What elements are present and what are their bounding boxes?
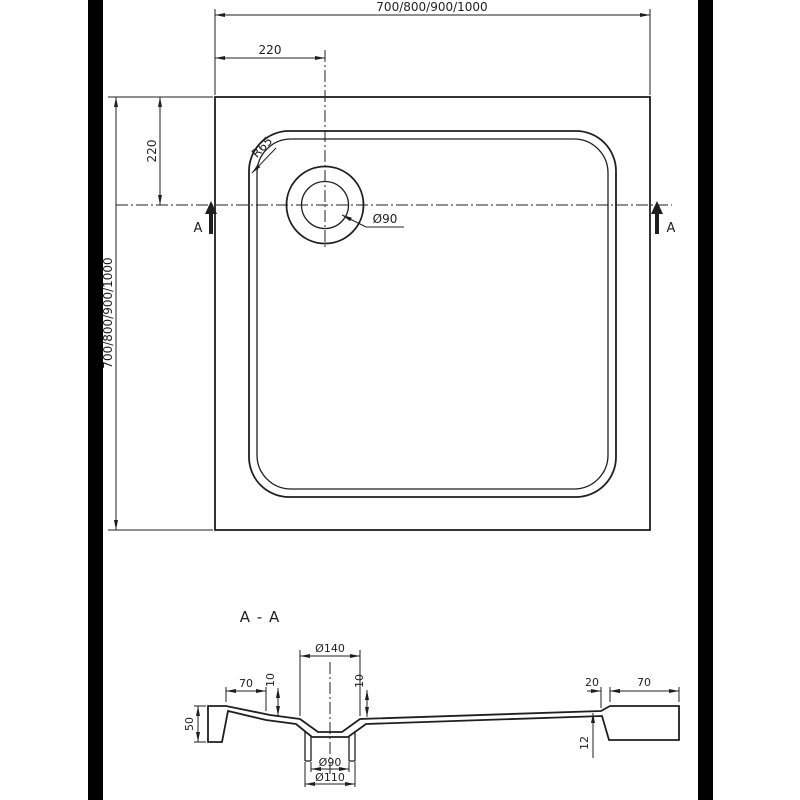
dim-drain-inner: Ø90 — [310, 756, 350, 772]
tray-basin-outer — [248, 130, 617, 498]
dim-funnel-diameter: Ø140 — [299, 642, 361, 716]
drain-inner-label: Ø90 — [319, 756, 342, 769]
dim-left-lip: 70 — [225, 677, 267, 711]
dim-drain-outer: Ø110 — [304, 762, 356, 787]
left-lip-label: 70 — [239, 677, 253, 690]
left-height-label: 50 — [183, 717, 196, 731]
right-height-label: 12 — [578, 736, 591, 750]
dim-offset-vertical: 220 — [145, 97, 162, 205]
funnel-drop-label: 10 — [353, 674, 366, 688]
section-marker-right: A — [651, 201, 676, 236]
callout-drain-diameter: Ø90 — [341, 212, 404, 228]
funnel-diameter-label: Ø140 — [315, 642, 345, 655]
top-view: 700/800/900/1000 220 700/800/900/1000 22… — [101, 0, 676, 531]
dim-left-height-50: 50 — [183, 705, 206, 743]
drain-spigot — [304, 731, 356, 762]
dim-left-height: 700/800/900/1000 — [101, 96, 213, 531]
corner-radius-label: R65 — [249, 134, 275, 161]
dim-top-width: 700/800/900/1000 — [214, 0, 651, 95]
right-step-label: 20 — [585, 676, 599, 689]
left-black-bar — [88, 0, 103, 800]
section-letter-right: A — [667, 221, 676, 236]
dim-offset-vertical-label: 220 — [145, 140, 159, 163]
dim-right-height-12: 12 — [578, 713, 595, 758]
section-arrow-right — [651, 201, 663, 214]
section-title: A - A — [240, 608, 280, 626]
tray-basin-inner — [256, 138, 609, 490]
dim-funnel-drop: 10 — [353, 674, 369, 717]
right-lip-label: 70 — [637, 676, 651, 689]
dim-left-height-label: 700/800/900/1000 — [101, 257, 115, 368]
tray-section-profile — [207, 705, 680, 743]
dim-offset-horizontal: 220 — [215, 43, 325, 60]
right-black-bar — [698, 0, 713, 800]
dim-offset-horizontal-label: 220 — [259, 43, 282, 57]
section-marker-left: A — [194, 201, 217, 236]
dim-right-step: 20 — [585, 676, 624, 708]
section-letter-left: A — [194, 221, 203, 236]
dim-right-lip: 70 — [610, 676, 680, 702]
drain-outer-label: Ø110 — [315, 771, 345, 784]
tray-outer-square — [214, 96, 651, 531]
left-drop-label: 10 — [264, 673, 277, 687]
callout-corner-radius: R65 — [249, 134, 277, 174]
section-arrow-left — [205, 201, 217, 214]
dim-top-width-label: 700/800/900/1000 — [376, 0, 487, 14]
dim-left-drop: 10 — [264, 673, 280, 716]
drain-diameter-label: Ø90 — [373, 212, 398, 226]
section-view: A - A Ø140 — [183, 608, 680, 787]
